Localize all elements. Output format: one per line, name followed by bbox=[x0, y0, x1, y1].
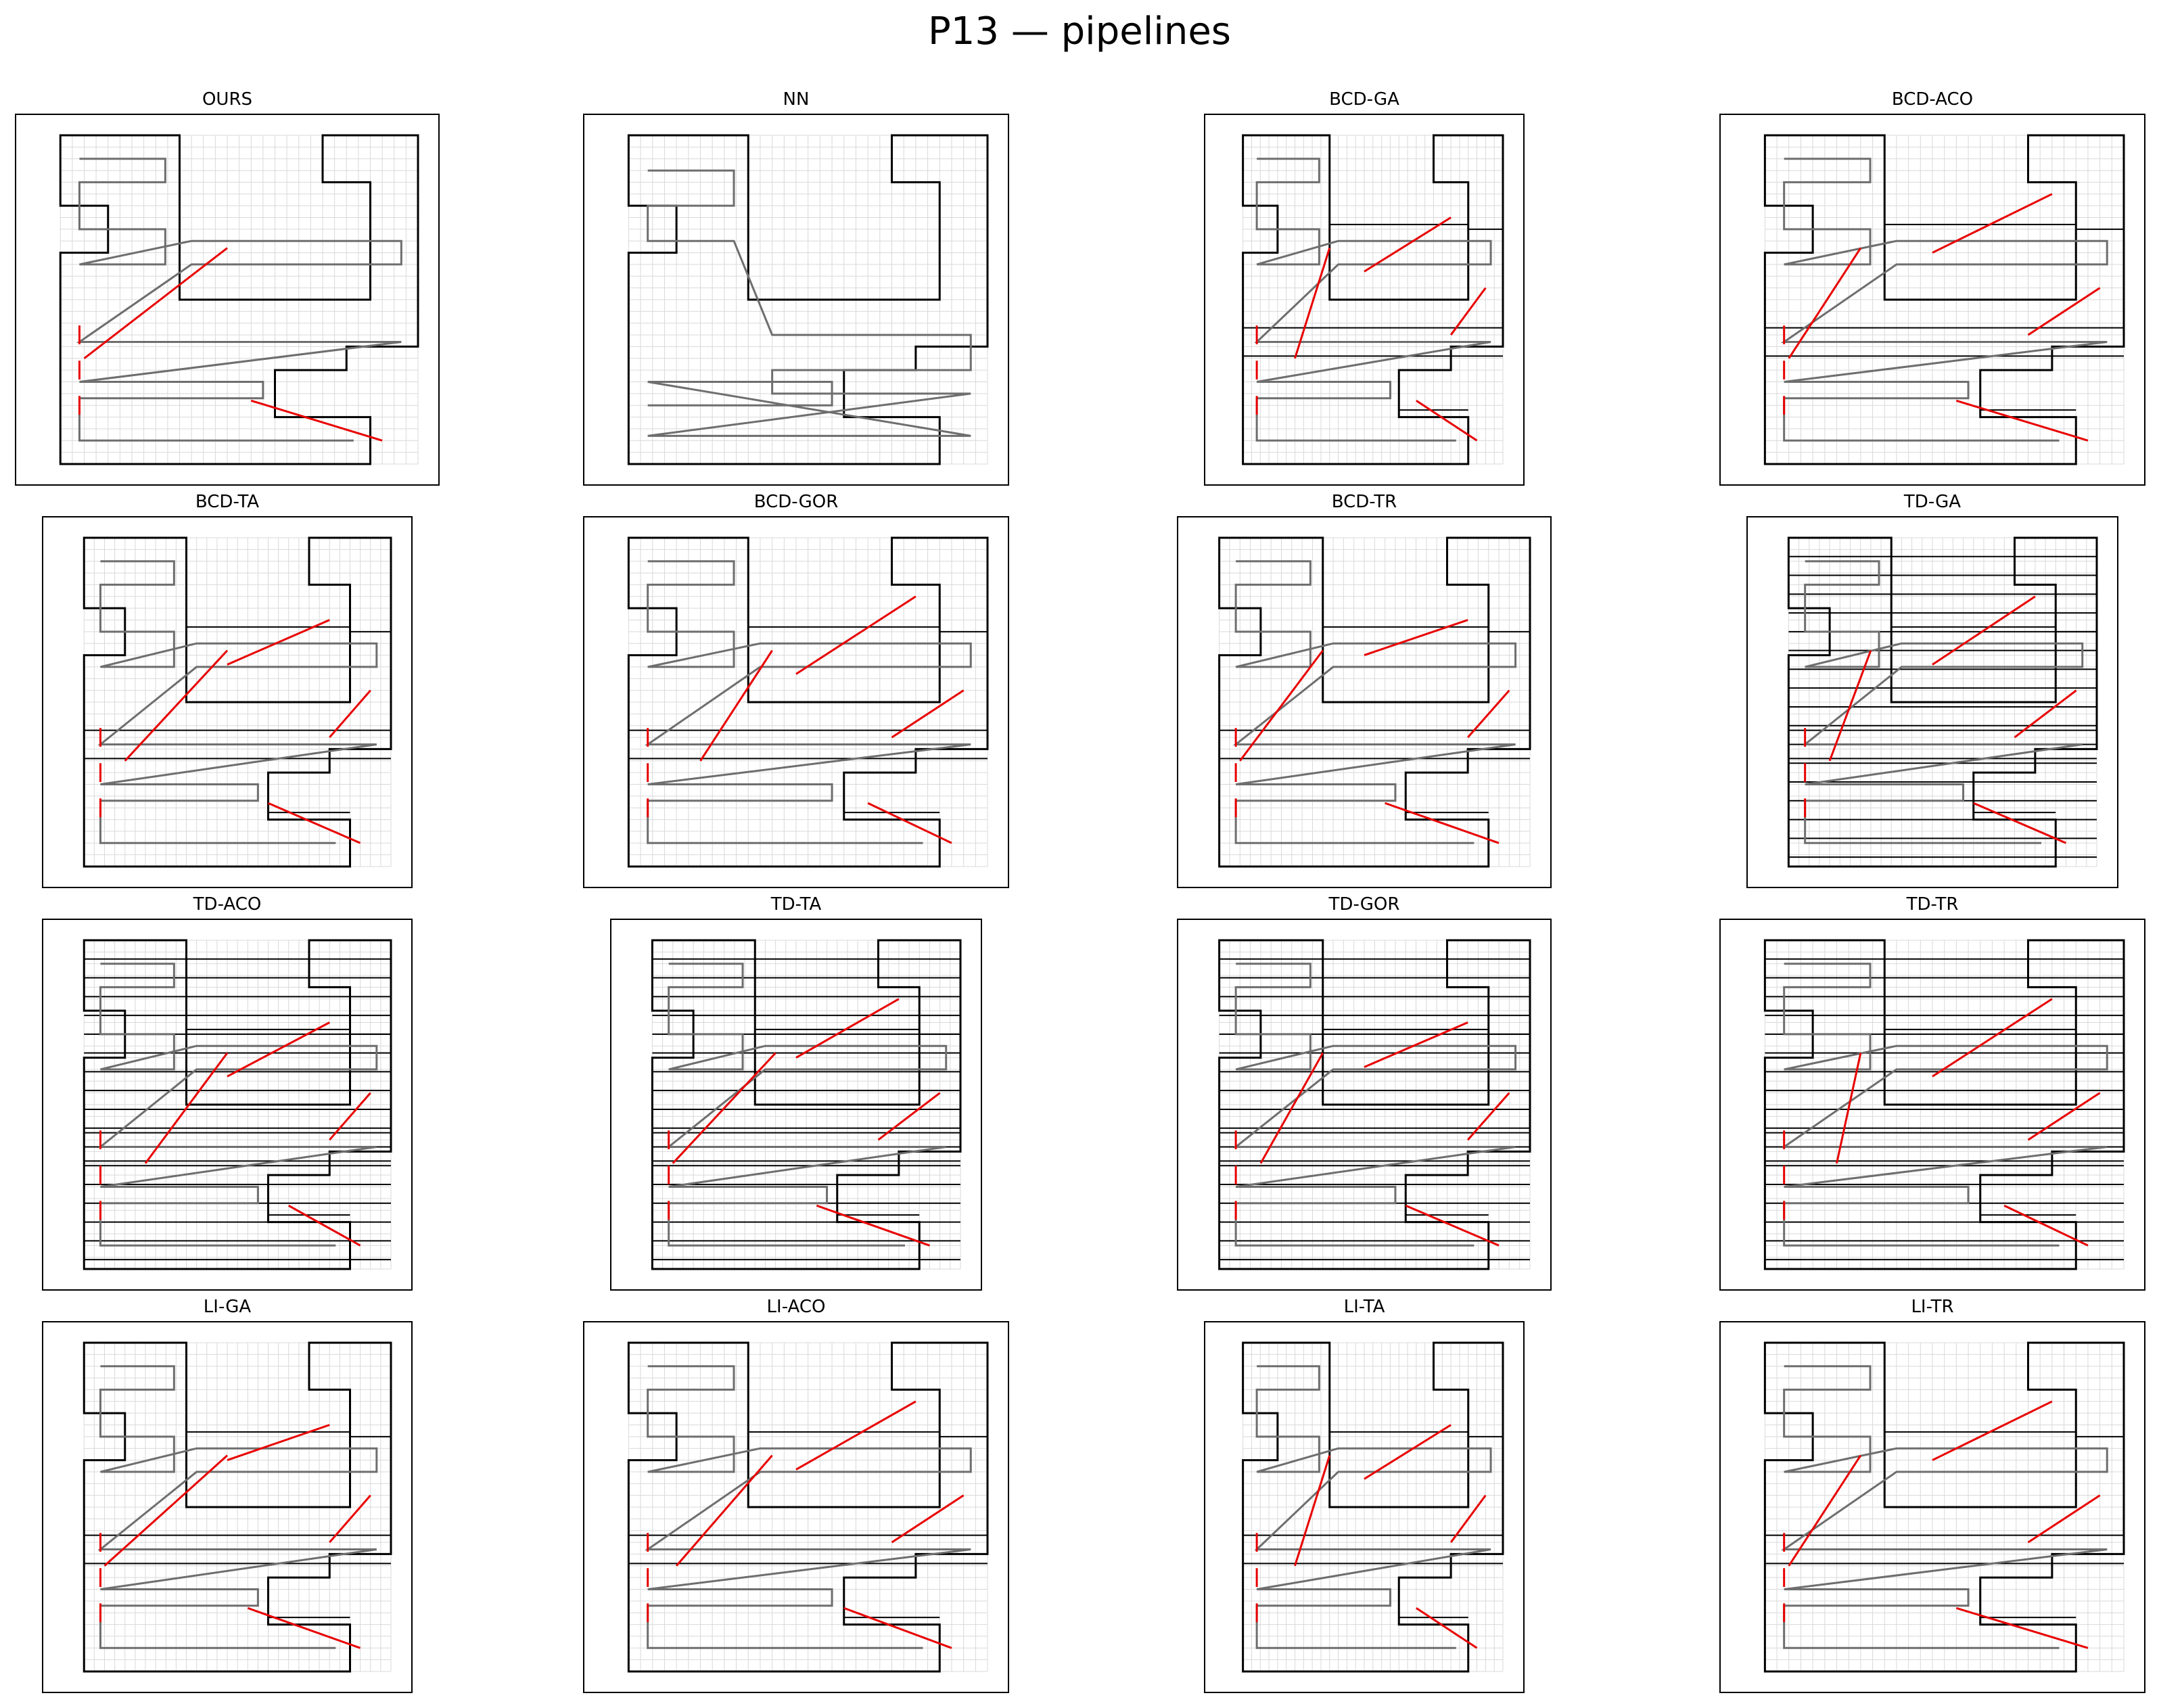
transition-segments bbox=[1257, 1425, 1485, 1648]
transition-segments bbox=[1805, 597, 2076, 843]
transition-segments bbox=[1236, 620, 1509, 844]
transition-segment bbox=[1956, 1608, 2088, 1648]
transition-segment bbox=[1406, 1205, 1499, 1245]
panel-bcd-tr bbox=[1177, 516, 1552, 888]
panel-li-ga bbox=[42, 1321, 413, 1693]
transition-segments bbox=[1257, 218, 1485, 441]
panel-title: TD-GA bbox=[1904, 492, 1961, 512]
panel-td-aco bbox=[42, 919, 413, 1291]
panel-li-tr bbox=[1719, 1321, 2145, 1693]
panel-td-tr bbox=[1719, 919, 2145, 1291]
panel-title: BCD-ACO bbox=[1892, 89, 1973, 110]
coverage-path bbox=[648, 170, 971, 436]
transition-segments bbox=[648, 597, 964, 843]
panel-title: LI-TA bbox=[1344, 1297, 1385, 1317]
panel-ours bbox=[15, 114, 440, 486]
transition-segment bbox=[1974, 803, 2066, 843]
transition-segments bbox=[669, 999, 940, 1245]
transition-segment bbox=[844, 1608, 952, 1648]
panel-nn bbox=[583, 114, 1009, 486]
panel-title: NN bbox=[783, 89, 810, 110]
panel-title: TD-GOR bbox=[1329, 894, 1400, 915]
transition-segments bbox=[648, 1402, 964, 1648]
panel-title: BCD-GOR bbox=[754, 492, 839, 512]
panel-title: BCD-TR bbox=[1332, 492, 1397, 512]
panel-bcd-ga bbox=[1204, 114, 1525, 486]
panel-td-ga bbox=[1746, 516, 2118, 888]
panel-bcd-aco bbox=[1719, 114, 2145, 486]
transition-segment bbox=[248, 1608, 360, 1648]
panel-title: BCD-TA bbox=[195, 492, 259, 512]
panel-title: BCD-GA bbox=[1329, 89, 1399, 110]
transition-segments bbox=[100, 1425, 370, 1648]
panel-title: LI-GA bbox=[204, 1297, 251, 1317]
panel-td-ta bbox=[610, 919, 982, 1291]
panel-td-gor bbox=[1177, 919, 1552, 1291]
panel-li-aco bbox=[583, 1321, 1009, 1693]
transition-segment bbox=[1956, 400, 2088, 440]
transition-segments bbox=[1784, 1402, 2100, 1648]
panel-bcd-gor bbox=[583, 516, 1009, 888]
transition-segments bbox=[1236, 1023, 1509, 1246]
transition-segments bbox=[100, 620, 370, 844]
transition-segments bbox=[100, 1023, 370, 1246]
transition-segment bbox=[816, 1205, 929, 1245]
transition-segment bbox=[251, 400, 382, 440]
transition-segment bbox=[1385, 803, 1499, 843]
panel-title: OURS bbox=[202, 89, 252, 110]
panel-title: LI-ACO bbox=[767, 1297, 826, 1317]
transition-segment bbox=[269, 803, 361, 843]
panel-li-ta bbox=[1204, 1321, 1525, 1693]
panel-title: TD-TR bbox=[1907, 894, 1959, 915]
panel-title: LI-TR bbox=[1911, 1297, 1953, 1317]
panel-bcd-ta bbox=[42, 516, 413, 888]
transition-segments bbox=[1784, 194, 2100, 441]
panel-title: TD-ACO bbox=[193, 894, 262, 915]
transition-segments bbox=[79, 248, 382, 441]
transition-segments bbox=[1784, 999, 2100, 1245]
panel-title: TD-TA bbox=[771, 894, 822, 915]
